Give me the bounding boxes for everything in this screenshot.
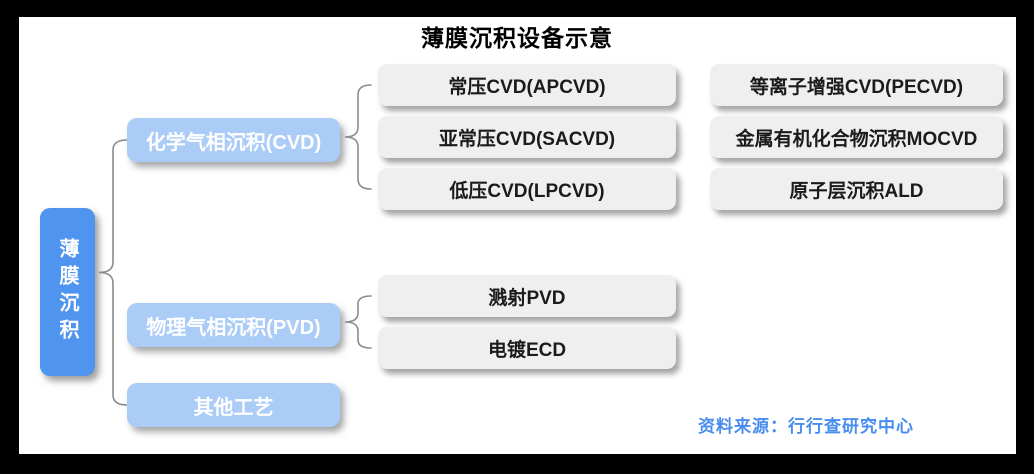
- node-sacvd: 亚常压CVD(SACVD): [378, 116, 676, 158]
- node-apcvd: 常压CVD(APCVD): [378, 64, 676, 106]
- node-lpcvd: 低压CVD(LPCVD): [378, 168, 676, 210]
- node-branch-cvd: 化学气相沉积(CVD): [127, 118, 340, 162]
- node-branch-pvd: 物理气相沉积(PVD): [127, 303, 340, 347]
- node-root-label: 薄膜沉积: [56, 238, 78, 346]
- source-note: 资料来源：行行查研究中心: [698, 417, 914, 436]
- page-title: 薄膜沉积设备示意: [421, 25, 613, 51]
- node-pecvd: 等离子增强CVD(PECVD): [710, 64, 1003, 106]
- node-branch-other-process: 其他工艺: [127, 383, 340, 427]
- brace-pvd-to-children: [344, 295, 372, 349]
- node-root-thin-film-deposition: 薄膜沉积: [40, 208, 95, 376]
- brace-cvd-to-children: [344, 84, 372, 190]
- node-sputter-pvd: 溅射PVD: [378, 275, 676, 317]
- node-ecd: 电镀ECD: [378, 327, 676, 369]
- brace-root-to-branches: [98, 139, 128, 406]
- node-ald: 原子层沉积ALD: [710, 168, 1003, 210]
- node-mocvd: 金属有机化合物沉积MOCVD: [710, 116, 1003, 158]
